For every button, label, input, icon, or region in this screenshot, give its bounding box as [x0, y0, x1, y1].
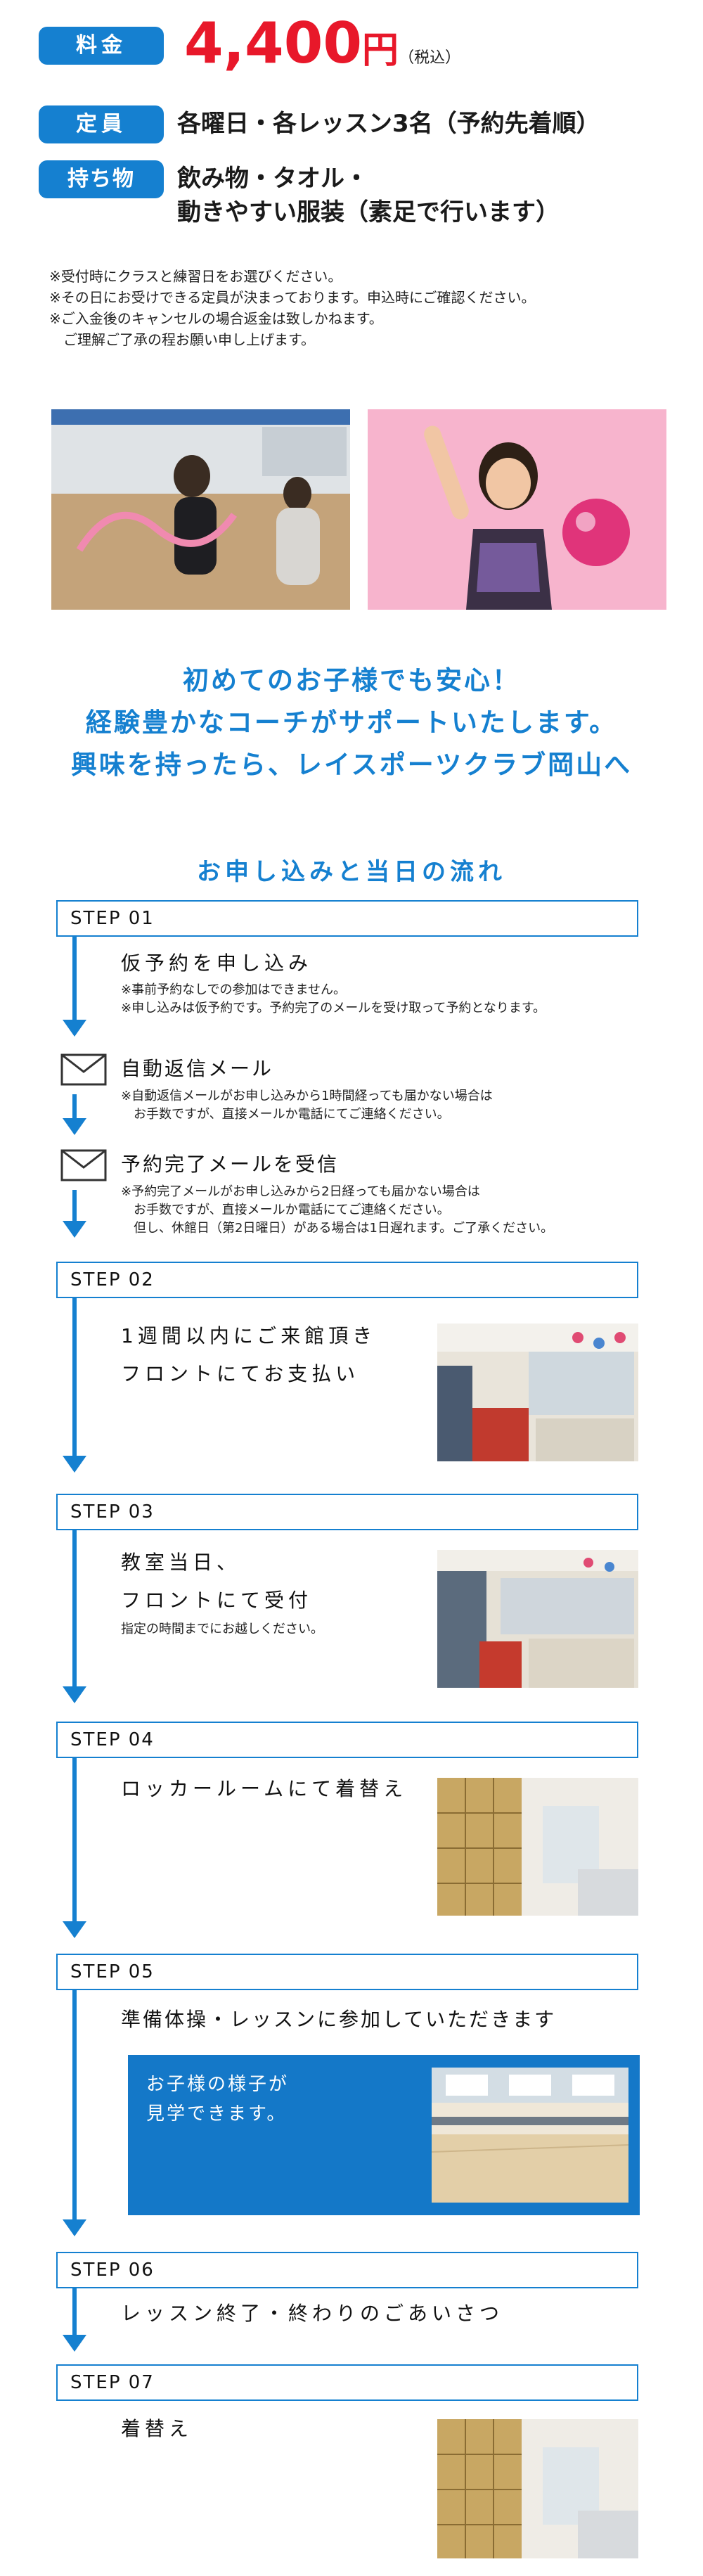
mail-icon [60, 1053, 107, 1089]
mail2-sub-1: ※予約完了メールがお申し込みから2日経っても届かない場合は [121, 1184, 480, 1199]
step06-title: レッスン終了・終わりのごあいさつ [121, 2302, 504, 2325]
photo-reception [437, 1550, 638, 1688]
step03-header: STEP 03 [56, 1494, 638, 1530]
step03-line [72, 1530, 77, 1686]
bring-label: 持ち物 [39, 160, 164, 198]
step01-line-a [72, 937, 77, 1020]
step05-line [72, 1990, 77, 2219]
step02-line-2: フロントにてお支払い [121, 1362, 360, 1385]
step01-arrow-c [63, 1221, 86, 1238]
step06-header: STEP 06 [56, 2252, 638, 2288]
capacity-text: 各曜日・各レッスン3名（予約先着順） [177, 110, 600, 138]
price-amount: 4,400 [184, 11, 363, 76]
step04-header: STEP 04 [56, 1722, 638, 1758]
fee-label: 料金 [39, 27, 164, 65]
price-block: 4,400円（税込） [184, 8, 460, 79]
capacity-label: 定員 [39, 105, 164, 143]
step04-line [72, 1758, 77, 1921]
lead-line-1: 初めてのお子様でも安心！ [183, 665, 520, 696]
step02-line-1: 1週間以内にご来館頂き [121, 1324, 377, 1347]
step05-title: 準備体操・レッスンに参加していただきます [121, 2008, 557, 2031]
step06-line [72, 2288, 77, 2335]
flow-title: お申し込みと当日の流れ [197, 858, 506, 886]
step02-arrow [63, 1456, 86, 1473]
lead-line-2: 経験豊かなコーチがサポートいたします。 [85, 707, 618, 738]
step04-label: STEP 04 [70, 1729, 155, 1750]
step02-label: STEP 02 [70, 1269, 155, 1290]
step05-label: STEP 05 [70, 1961, 155, 1982]
observation-text-2: 見学できます。 [146, 2103, 288, 2125]
step02-header: STEP 02 [56, 1262, 638, 1298]
bring-text-1: 飲み物・タオル・ [177, 165, 368, 193]
photo-ball-gymnast [368, 409, 666, 610]
bring-text-2: 動きやすい服装（素足で行います） [177, 198, 560, 226]
step06-label: STEP 06 [70, 2260, 155, 2281]
mail1-title: 自動返信メール [121, 1057, 274, 1080]
mail2-sub-2: お手数ですが、直接メールか電話にてご連絡ください。 [121, 1203, 450, 1217]
step04-arrow [63, 1921, 86, 1938]
observation-text-1: お子様の様子が [146, 2074, 290, 2095]
mail-icon [60, 1149, 107, 1184]
note-3: ※ご入金後のキャンセルの場合返金は致しかねます。 [49, 310, 383, 327]
mail1-sub-1: ※自動返信メールがお申し込みから1時間経っても届かない場合は [121, 1089, 493, 1103]
lead-line-3: 興味を持ったら、レイスポーツクラブ岡山へ [70, 750, 633, 780]
step02-line [72, 1298, 77, 1456]
price-tax: （税込） [399, 49, 461, 67]
step03-line-2: フロントにて受付 [121, 1589, 313, 1612]
note-4: ご理解ご了承の程お願い申し上げます。 [49, 331, 315, 348]
photo-front-desk [437, 1324, 638, 1461]
step01-line-b [72, 1094, 77, 1120]
step07-label: STEP 07 [70, 2372, 155, 2393]
note-1: ※受付時にクラスと練習日をお選びください。 [49, 268, 342, 285]
step03-sub: 指定の時間までにお越しください。 [121, 1622, 323, 1636]
note-2: ※その日にお受けできる定員が決まっております。申込時にご確認ください。 [49, 289, 536, 306]
step01-line-c [72, 1190, 77, 1222]
photo-locker-room-2 [437, 2419, 638, 2558]
mail1-sub-2: お手数ですが、直接メールか電話にてご連絡ください。 [121, 1107, 450, 1122]
step01-arrow-a [63, 1020, 86, 1037]
photo-locker-room [437, 1778, 638, 1916]
step05-header: STEP 05 [56, 1954, 638, 1990]
photo-ribbon-lesson [51, 409, 350, 610]
step03-label: STEP 03 [70, 1501, 155, 1523]
step01-title: 仮予約を申し込み [121, 951, 313, 975]
step03-arrow [63, 1686, 86, 1703]
mail2-title: 予約完了メールを受信 [121, 1153, 340, 1176]
step07-header: STEP 07 [56, 2364, 638, 2401]
mail2-sub-3: 但し、休館日（第2日曜日）がある場合は1日遅れます。ご了承ください。 [121, 1221, 554, 1236]
photo-gym-hall [432, 2068, 628, 2203]
step05-arrow [63, 2219, 86, 2236]
step01-header: STEP 01 [56, 900, 638, 937]
step01-sub-2: ※申し込みは仮予約です。予約完了のメールを受け取って予約となります。 [121, 1001, 546, 1015]
observation-box: お子様の様子が 見学できます。 [128, 2055, 640, 2215]
step06-arrow [63, 2335, 86, 2352]
step01-arrow-b [63, 1118, 86, 1135]
step03-line-1: 教室当日、 [121, 1551, 241, 1574]
step01-sub-1: ※事前予約なしでの参加はできません。 [121, 982, 347, 997]
step07-title: 着替え [121, 2417, 193, 2440]
step01-label: STEP 01 [70, 908, 155, 929]
step04-title: ロッカールームにて着替え [121, 1777, 408, 1800]
price-yen: 円 [362, 30, 399, 72]
